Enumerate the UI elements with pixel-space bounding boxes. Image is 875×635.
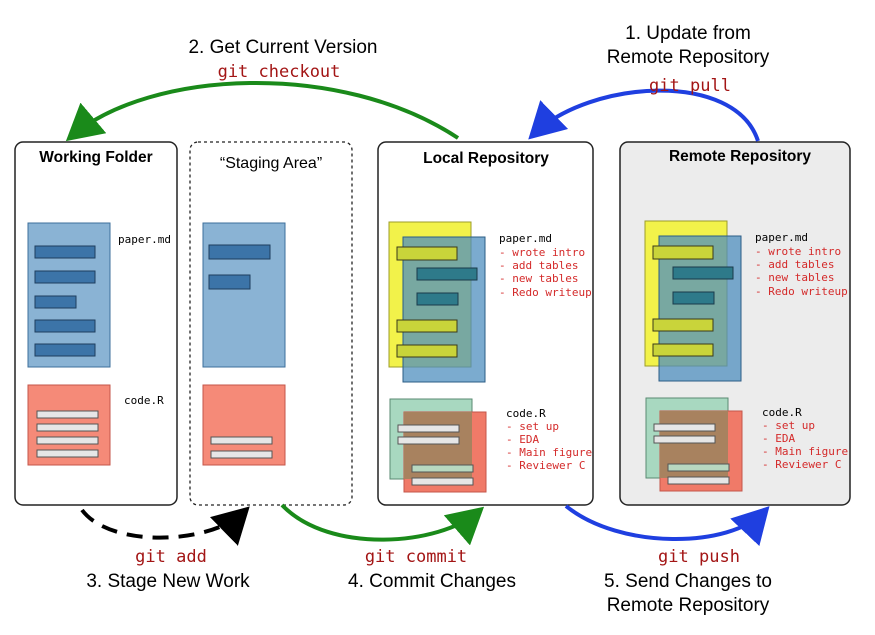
staging-paper-doc [202,222,286,368]
remote-repository-title: Remote Repository [669,148,811,165]
remote-code-commit: - EDA [762,432,795,445]
remote-code-stack [645,397,743,492]
local-paper-stack [388,221,486,383]
local-paper-label: paper.md [499,232,552,245]
remote-paper-commit: - new tables [755,271,834,284]
step2-title: 2. Get Current Version [188,37,377,58]
remote-code-commits: - set up - EDA - Main figure - Reviewer … [762,419,848,471]
remote-paper-stack [644,220,742,382]
commit-arrow [280,503,485,546]
local-paper-commit: - Redo writeup [499,286,592,299]
remote-paper-commit: - Redo writeup [755,285,848,298]
working-code-doc [27,384,111,466]
local-paper-commit: - wrote intro [499,246,585,259]
step1-title-line2: Remote Repository [607,47,770,68]
working-paper-label: paper.md [118,233,171,246]
remote-code-commit: - set up [762,419,815,432]
local-code-commit: - Reviewer C [506,459,585,472]
local-paper-commit: - add tables [499,259,578,272]
remote-code-commit: - Reviewer C [762,458,841,471]
local-code-commits: - set up - EDA - Main figure - Reviewer … [506,420,592,472]
working-code-label: code.R [124,394,164,407]
pull-arrow [528,88,760,142]
local-code-commit: - Main figure [506,446,592,459]
working-folder-title: Working Folder [39,149,152,166]
working-paper-doc [27,222,111,368]
remote-paper-commit: - wrote intro [755,245,841,258]
step3-command: git add [135,547,207,567]
step4-title: 4. Commit Changes [348,571,516,592]
step1-title-line1: 1. Update from [625,23,751,44]
push-arrow [564,504,770,547]
staging-area-title: “Staging Area” [220,155,322,172]
remote-code-commit: - Main figure [762,445,848,458]
remote-paper-label: paper.md [755,231,808,244]
step5-command: git push [658,547,740,567]
remote-paper-commit: - add tables [755,258,834,271]
local-paper-commits: - wrote intro - add tables - new tables … [499,246,592,299]
local-code-stack [389,398,487,493]
step1-command: git pull [649,76,731,96]
local-paper-commit: - new tables [499,272,578,285]
step2-command: git checkout [218,62,341,82]
add-arrow [80,506,250,546]
local-repository-title: Local Repository [423,150,549,167]
local-code-commit: - set up [506,420,559,433]
local-code-label: code.R [506,407,546,420]
remote-code-label: code.R [762,406,802,419]
staging-code-doc [202,384,286,466]
step5-title-line2: Remote Repository [607,595,770,616]
step4-command: git commit [365,547,467,567]
checkout-arrow [65,80,460,142]
step3-title: 3. Stage New Work [86,571,250,592]
local-code-commit: - EDA [506,433,539,446]
step5-title-line1: 5. Send Changes to [604,571,772,592]
remote-paper-commits: - wrote intro - add tables - new tables … [755,245,848,298]
